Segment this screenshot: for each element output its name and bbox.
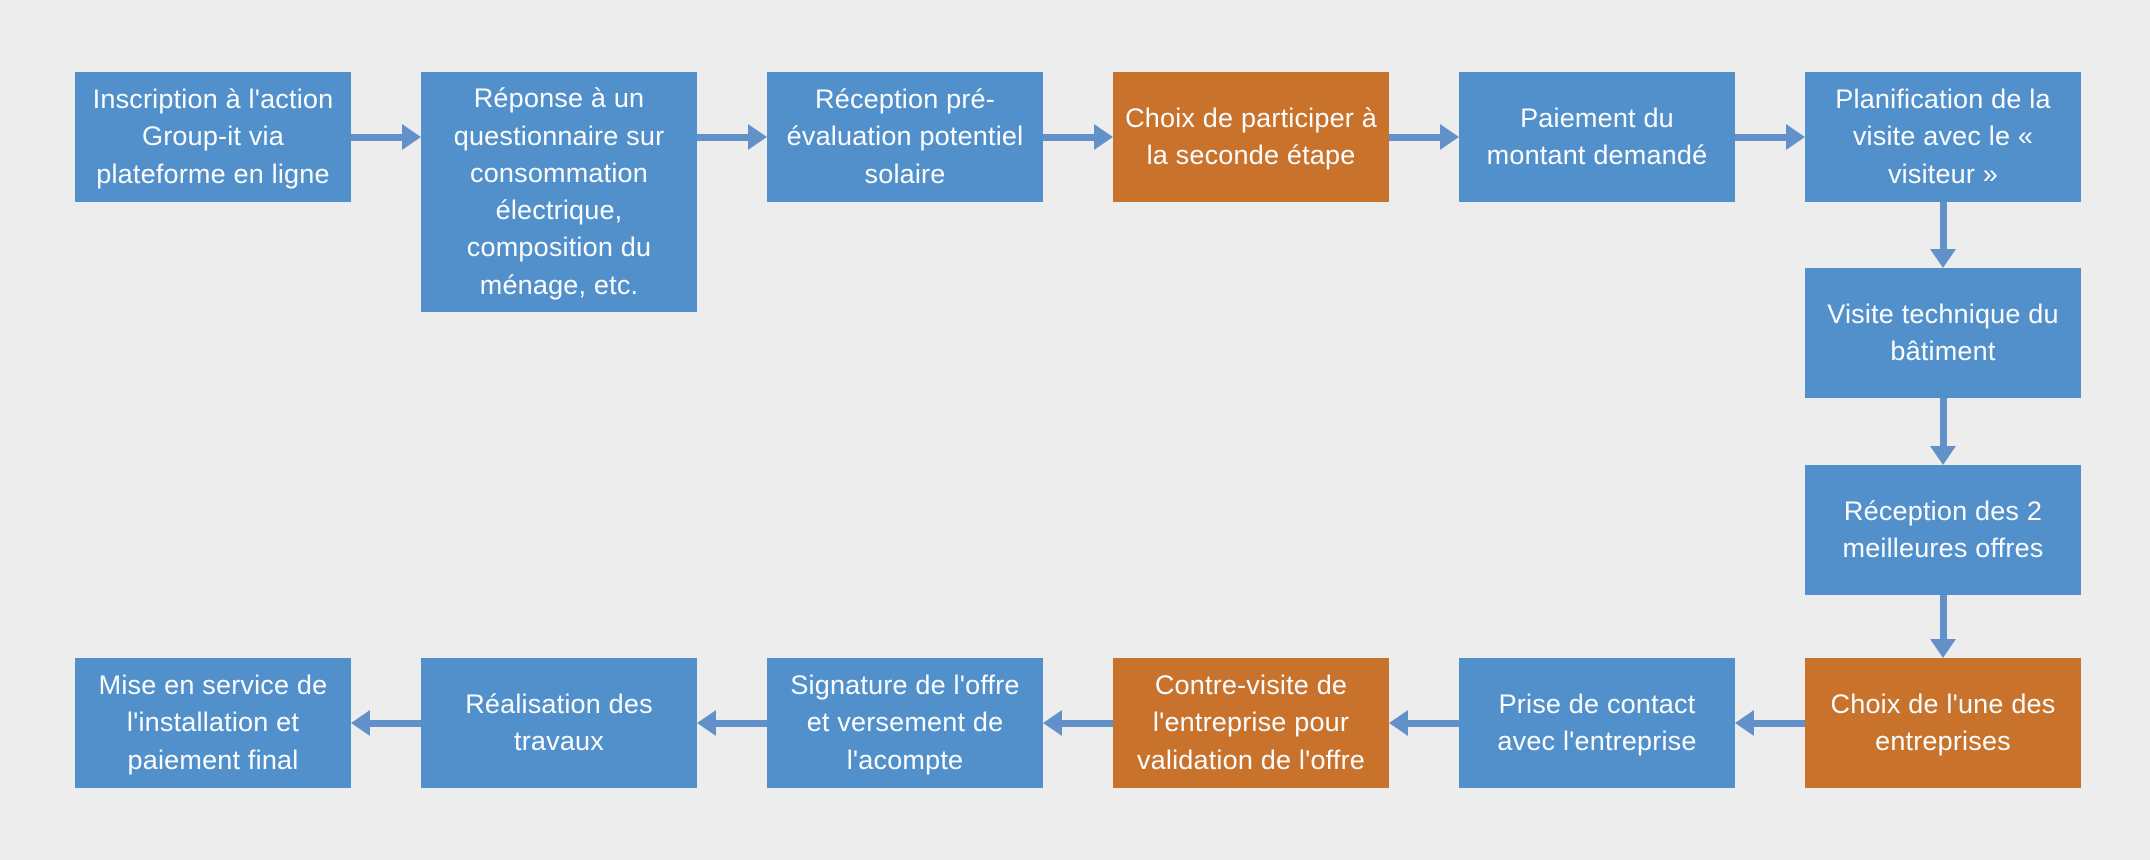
arrow-left-icon [351,710,421,736]
arrow-right-icon [1043,124,1113,150]
node-pre-evaluation: Réception pré-évaluation potentiel solai… [767,72,1043,202]
arrow-right-icon [697,124,767,150]
node-choix-entreprise: Choix de l'une des entreprises [1805,658,2081,788]
arrow-left-icon [1735,710,1805,736]
arrow-left-icon [697,710,767,736]
node-visite-technique: Visite technique du bâtiment [1805,268,2081,398]
node-contre-visite: Contre-visite de l'entreprise pour valid… [1113,658,1389,788]
node-prise-contact: Prise de contact avec l'entreprise [1459,658,1735,788]
node-planification-visite: Planification de la visite avec le « vis… [1805,72,2081,202]
node-reception-offres: Réception des 2 meilleures offres [1805,465,2081,595]
arrow-right-icon [1389,124,1459,150]
node-questionnaire: Réponse à un questionnaire sur consommat… [421,72,697,312]
arrow-right-icon [1735,124,1805,150]
arrow-down-icon [1930,398,1956,465]
node-paiement: Paiement du montant demandé [1459,72,1735,202]
node-mise-en-service: Mise en service de l'installation et pai… [75,658,351,788]
node-signature-offre: Signature de l'offre et versement de l'a… [767,658,1043,788]
arrow-right-icon [351,124,421,150]
node-realisation-travaux: Réalisation des travaux [421,658,697,788]
node-choix-participer: Choix de participer à la seconde étape [1113,72,1389,202]
arrow-down-icon [1930,202,1956,268]
node-inscription: Inscription à l'action Group-it via plat… [75,72,351,202]
arrow-left-icon [1389,710,1459,736]
arrow-down-icon [1930,595,1956,658]
arrow-left-icon [1043,710,1113,736]
